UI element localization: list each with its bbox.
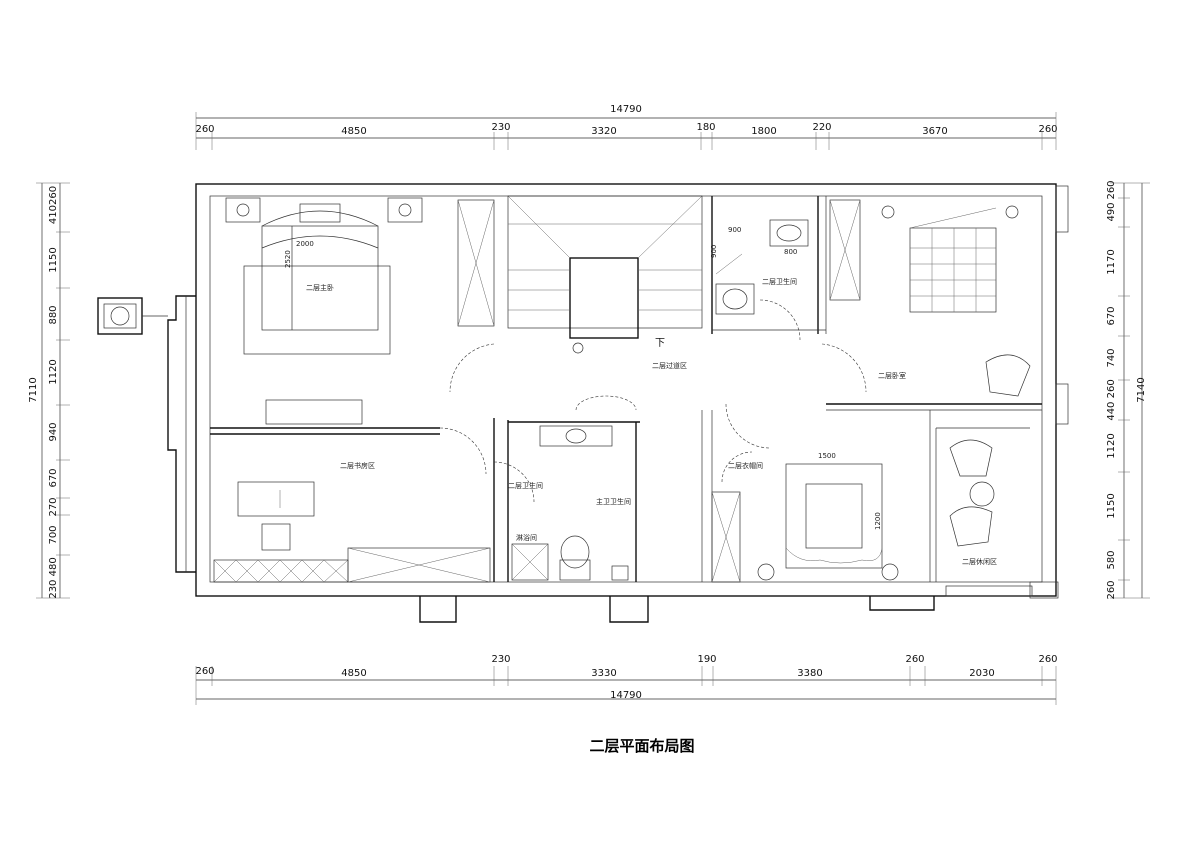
left-dim-1: 410260 — [48, 186, 59, 224]
leisure-furniture — [945, 439, 1033, 597]
room-label-master-bath: 主卫卫生间 — [596, 497, 631, 506]
middle-bath-fixtures — [511, 425, 629, 581]
right-dim-2: 490 — [1106, 202, 1117, 221]
top-bath-dim-800: 800 — [784, 248, 797, 256]
bottom-dim-2: 4850 — [341, 668, 366, 679]
bottom-dim-7: 260 — [905, 654, 924, 665]
master-bedroom-furniture — [225, 197, 423, 355]
room-label-bathroom2: 二层卫生间 — [508, 481, 543, 490]
dressing-dim-1500: 1500 — [818, 452, 836, 460]
bottom-dimension-lines — [195, 666, 1057, 705]
exterior-walls — [97, 183, 1069, 623]
top-bath-fixtures — [715, 219, 809, 315]
right-dim-6: 440 260 — [1106, 379, 1117, 420]
left-dim-4: 1120 — [48, 359, 59, 384]
left-total-dimension: 7110 — [28, 377, 39, 402]
right-dim-3: 1170 — [1106, 249, 1117, 274]
top-dim-7: 220 — [812, 122, 831, 133]
room-label-master-bedroom: 二层主卧 — [306, 283, 334, 292]
room-label-bedroom2: 二层卧室 — [878, 371, 906, 380]
bottom-dim-4: 3330 — [591, 668, 616, 679]
bottom-dim-1: 260 — [195, 666, 214, 677]
left-dim-2: 1150 — [48, 247, 59, 272]
room-label-stair-hall: 二层过道区 — [652, 361, 687, 370]
top-bath-dim-900b: 900 — [710, 245, 718, 258]
top-dimension-lines — [195, 112, 1057, 150]
top-dim-8: 3670 — [922, 126, 947, 137]
left-dim-3: 880 — [48, 305, 59, 324]
dressing-furniture — [757, 463, 899, 581]
top-bath-dim-900a: 900 — [728, 226, 741, 234]
room-label-bathroom1: 二层卫生间 — [762, 277, 797, 286]
left-dim-7: 270 — [48, 497, 59, 516]
interior-walls — [210, 195, 1042, 582]
bottom-dim-9: 260 — [1038, 654, 1057, 665]
right-dim-7: 1120 — [1106, 433, 1117, 458]
wardrobes — [213, 199, 861, 583]
top-dim-4: 3320 — [591, 126, 616, 137]
top-total-dimension: 14790 — [610, 104, 642, 115]
top-dim-3: 230 — [491, 122, 510, 133]
bottom-dim-8: 2030 — [969, 668, 994, 679]
room-label-dressing: 二层衣帽间 — [728, 461, 763, 470]
master-bed-length-label: 2520 — [284, 250, 292, 268]
stair-down-label: 下 — [655, 338, 665, 349]
left-dim-5: 940 — [48, 422, 59, 441]
right-dim-10: 260 — [1106, 580, 1117, 599]
master-bed-width-label: 2000 — [296, 240, 314, 248]
room-label-leisure: 二层休闲区 — [962, 557, 997, 566]
top-dim-1: 260 — [195, 124, 214, 135]
right-total-dimension: 7140 — [1136, 377, 1147, 402]
bedroom2-furniture — [881, 205, 1031, 397]
right-dim-4: 670 — [1106, 306, 1117, 325]
diagram-title: 二层平面布局图 — [589, 737, 694, 755]
door-swings — [439, 299, 867, 503]
room-label-study: 二层书房区 — [340, 461, 375, 470]
bottom-total-dimension: 14790 — [610, 690, 642, 701]
right-dim-9: 580 — [1106, 550, 1117, 569]
right-dim-1: 260 — [1106, 180, 1117, 199]
staircase — [507, 195, 703, 354]
left-dim-8: 700 — [48, 525, 59, 544]
bottom-dim-3: 230 — [491, 654, 510, 665]
top-dim-5: 180 — [696, 122, 715, 133]
left-dimension-lines — [36, 182, 70, 599]
bottom-dim-5: 190 — [697, 654, 716, 665]
right-dim-8: 1150 — [1106, 493, 1117, 518]
left-dim-6: 670 — [48, 468, 59, 487]
top-dim-6: 1800 — [751, 126, 776, 137]
top-dim-9: 260 — [1038, 124, 1057, 135]
room-label-shower: 淋浴间 — [516, 533, 537, 542]
top-dim-2: 4850 — [341, 126, 366, 137]
dressing-dim-1200: 1200 — [874, 512, 882, 530]
study-furniture — [237, 399, 363, 551]
right-dim-5: 740 — [1106, 348, 1117, 367]
right-dimension-lines — [1110, 182, 1150, 599]
bottom-dim-6: 3380 — [797, 668, 822, 679]
left-dim-9: 230 480 — [48, 557, 59, 598]
